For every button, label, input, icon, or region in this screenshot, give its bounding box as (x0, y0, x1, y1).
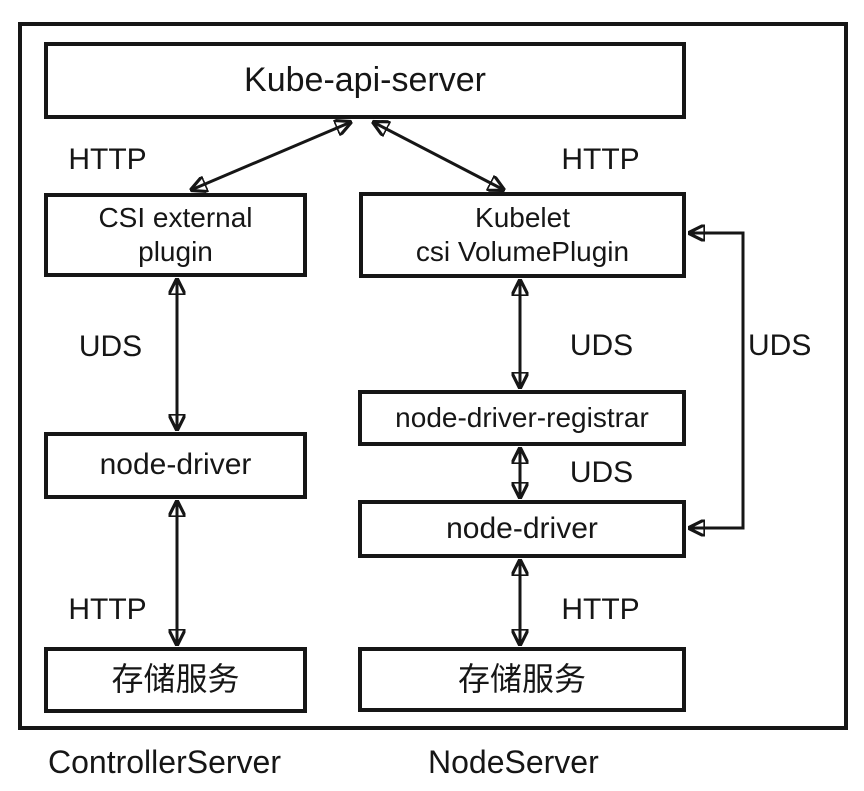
storage-service-right-label: 存储服务 (457, 660, 586, 697)
node-driver-registrar-label: node-driver-registrar (395, 401, 649, 433)
node-driver-left-label: node-driver (99, 448, 252, 482)
node-driver-right-label: node-driver (446, 511, 598, 545)
http-label-nodedriver-to-storage-left: HTTP (68, 593, 147, 626)
storage-service-right-box: 存储服务 (358, 647, 686, 712)
kube-api-server-box: Kube-api-server (44, 42, 686, 119)
kube-api-server-label: Kube-api-server (244, 60, 486, 99)
kubelet-csi-volumeplugin-box: Kubelet csi VolumePlugin (359, 192, 686, 278)
uds-label-csi-to-nodedriver: UDS (78, 330, 143, 363)
http-label-nodedriver-to-storage-right: HTTP (561, 593, 640, 626)
csi-external-plugin-label-line1: CSI external (98, 201, 253, 233)
node-driver-left-box: node-driver (44, 432, 307, 499)
uds-label-kubelet-to-nodedriver: UDS (748, 329, 812, 362)
http-label-api-to-kubelet: HTTP (561, 143, 640, 176)
kubelet-label-line2: csi VolumePlugin (415, 236, 630, 267)
kubelet-label-line1: Kubelet (475, 201, 570, 233)
storage-service-left-label: 存储服务 (111, 661, 240, 698)
http-label-api-to-csi: HTTP (68, 143, 147, 176)
node-driver-registrar-box: node-driver-registrar (358, 390, 686, 446)
uds-label-registrar-to-nodedriver: UDS (569, 456, 634, 489)
node-server-caption: NodeServer (428, 744, 599, 780)
cluster-frame (18, 22, 848, 730)
storage-service-left-box: 存储服务 (44, 647, 307, 713)
uds-label-kubelet-to-registrar: UDS (569, 329, 634, 362)
node-driver-right-box: node-driver (358, 500, 686, 558)
csi-external-plugin-label-line2: plugin (138, 236, 213, 267)
controller-server-caption: ControllerServer (48, 744, 281, 780)
csi-external-plugin-box: CSI external plugin (44, 193, 307, 277)
